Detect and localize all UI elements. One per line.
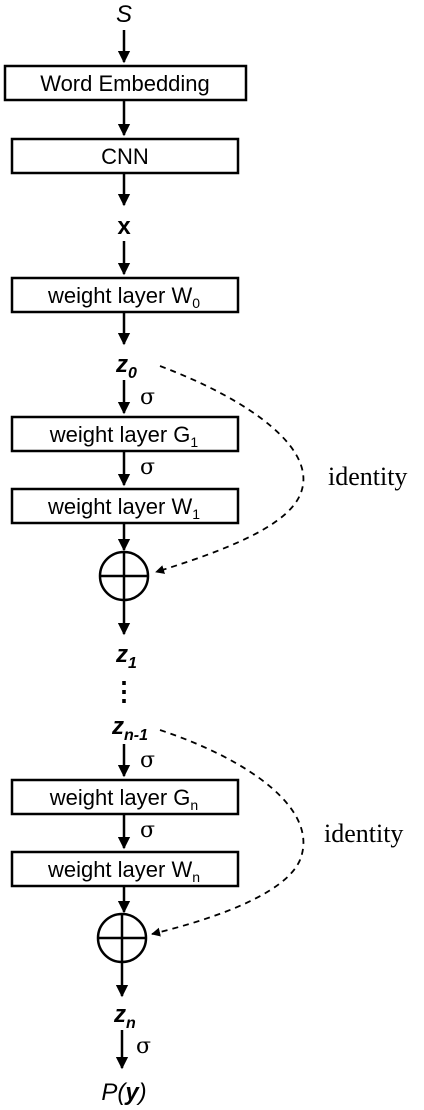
weight-layer-w1-block — [10, 487, 240, 525]
sigma-z0: σ — [140, 385, 155, 410]
zn-variable: zn — [113, 1001, 136, 1032]
identity-skip-2 — [151, 729, 305, 937]
weight-layer-gn-block — [10, 778, 240, 816]
weight-layer-g1-label: weight layer G1 — [49, 422, 199, 450]
layer-ellipsis: ⋮ — [111, 676, 137, 706]
weight-layer-wn-label: weight layer Wn — [47, 857, 200, 885]
zn-1-variable: zn-1 — [111, 713, 148, 744]
weight-layer-w1-label: weight layer W1 — [47, 494, 200, 522]
input-label: S — [116, 1, 132, 28]
word-embedding-block — [3, 64, 248, 102]
weight-layer-gn-label: weight layer Gn — [49, 785, 198, 813]
identity-skip-1 — [155, 365, 305, 574]
add-node-2 — [96, 912, 148, 964]
identity-label-1: identity — [328, 462, 407, 491]
weight-layer-w0-block — [10, 276, 240, 314]
sigma-zn-1: σ — [140, 748, 155, 773]
sigma-zn: σ — [136, 1034, 151, 1059]
sigma-gn: σ — [140, 818, 155, 843]
sigma-g1: σ — [140, 455, 155, 480]
identity-label-2: identity — [324, 819, 403, 848]
cnn-block — [10, 137, 240, 175]
word-embedding-label: Word Embedding — [40, 71, 210, 96]
z1-variable: z1 — [115, 641, 137, 672]
cnn-label: CNN — [101, 144, 149, 169]
z0-variable: z0 — [115, 351, 137, 382]
weight-layer-w0-label: weight layer W0 — [47, 283, 200, 311]
output-label: P(y) — [101, 1079, 146, 1106]
add-node-1 — [98, 550, 150, 602]
x-variable: x — [117, 213, 131, 240]
